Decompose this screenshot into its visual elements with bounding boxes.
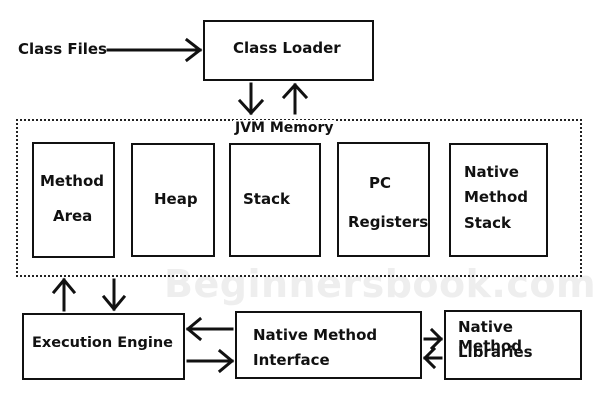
jvm-memory-label: JVM Memory (233, 120, 336, 136)
watermark: Beginnersbook.com (164, 262, 597, 306)
native-method-libraries-line-2: Libraries (458, 343, 533, 361)
class-files-label: Class Files (18, 40, 107, 58)
native-method-stack-box: Native Method Stack (449, 143, 548, 257)
native-method-libraries-line-1: Native Method (458, 318, 522, 355)
arrow-engine-to-memory (51, 277, 77, 312)
stack-label: Stack (243, 190, 290, 208)
heap-label: Heap (154, 190, 198, 208)
arrow-interface-to-engine (185, 316, 234, 342)
native-method-stack-line-1: Native (464, 163, 519, 181)
native-method-libraries-box: Native Method Libraries (444, 310, 582, 380)
native-method-interface-line-1: Native Method (253, 326, 378, 344)
execution-engine-box: Execution Engine (22, 313, 185, 380)
pc-registers-line-1: PC (369, 174, 392, 192)
method-area-line-2: Area (53, 207, 93, 225)
native-method-interface-line-2: Interface (253, 351, 330, 369)
class-loader-box: Class Loader (203, 20, 374, 81)
arrow-engine-to-interface (186, 348, 235, 374)
native-method-stack-line-3: Stack (464, 214, 511, 232)
execution-engine-label: Execution Engine (32, 335, 173, 351)
pc-registers-box: PC Registers (337, 142, 430, 257)
arrow-memory-to-loader (281, 82, 309, 115)
arrow-memory-to-engine (101, 278, 127, 312)
method-area-box: Method Area (32, 142, 115, 258)
native-method-interface-box: Native Method Interface (235, 311, 422, 379)
heap-box: Heap (131, 143, 215, 257)
arrow-interface-to-libraries (423, 327, 444, 351)
class-loader-label: Class Loader (233, 39, 341, 57)
arrow-loader-to-memory (237, 82, 265, 116)
pc-registers-line-2: Registers (348, 213, 429, 231)
arrow-class-files-to-loader (106, 37, 203, 63)
native-method-stack-line-2: Method (464, 188, 528, 206)
method-area-line-1: Method (40, 172, 104, 190)
arrow-libraries-to-interface (422, 346, 443, 370)
stack-box: Stack (229, 143, 321, 257)
